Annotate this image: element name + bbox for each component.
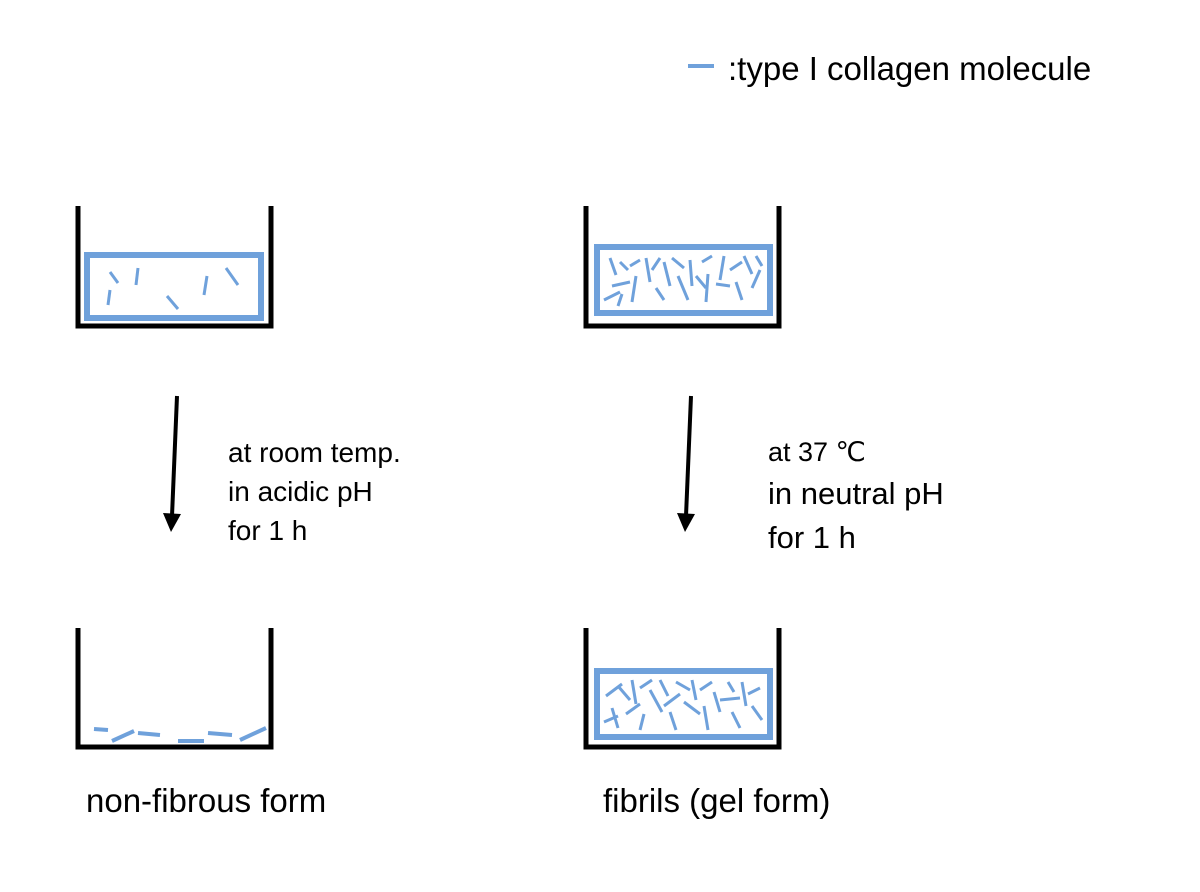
condition-right-ph: in neutral pH — [768, 476, 944, 511]
collagen-molecules-top-right — [603, 254, 764, 307]
solution-top-left — [84, 252, 264, 321]
collagen-fibrils-bottom-right — [603, 678, 764, 731]
condition-right-temperature: at 37 ℃ — [768, 437, 866, 467]
legend-label: :type I collagen molecule — [728, 50, 1092, 87]
condition-left-ph: in acidic pH — [228, 476, 373, 507]
container-top-right — [583, 206, 782, 329]
solution-bottom-right — [594, 668, 773, 740]
arrow-left — [163, 395, 181, 532]
container-top-left — [75, 206, 274, 329]
caption-non-fibrous: non-fibrous form — [86, 782, 327, 819]
arrow-right — [677, 395, 695, 532]
container-bottom-left — [75, 628, 274, 750]
conditions-right: at 37 ℃ in neutral pH for 1 h — [768, 433, 944, 560]
container-bottom-right — [583, 628, 782, 750]
collagen-molecules-bottom-left — [93, 726, 267, 743]
caption-fibrils: fibrils (gel form) — [603, 782, 831, 819]
condition-left-temperature: at room temp. — [228, 437, 401, 468]
conditions-left: at room temp. in acidic pH for 1 h — [228, 433, 401, 550]
condition-left-duration: for 1 h — [228, 515, 308, 546]
condition-right-duration: for 1 h — [768, 520, 856, 555]
solution-top-right — [594, 244, 773, 316]
collagen-molecules-top-left — [106, 267, 240, 310]
